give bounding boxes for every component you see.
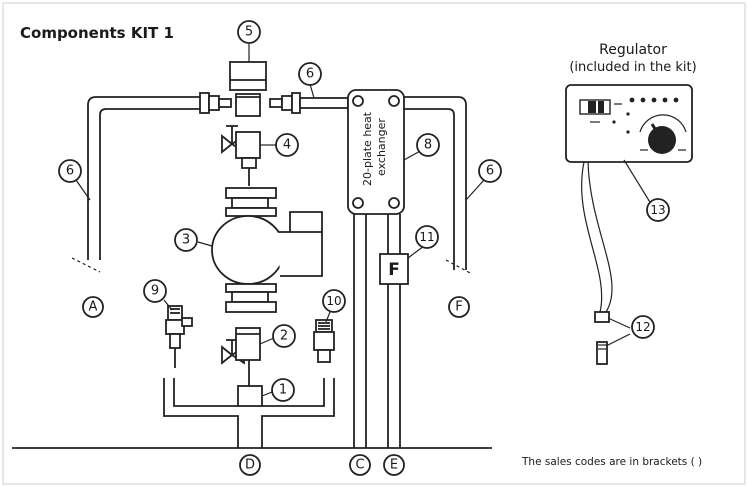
callout-4: 4 — [275, 133, 299, 157]
connection-F: F — [448, 296, 470, 318]
connection-D: D — [239, 454, 261, 476]
connection-C: C — [349, 454, 371, 476]
callout-6-top: 6 — [298, 62, 322, 86]
callout-13-number: 13 — [650, 203, 665, 217]
callout-2-number: 2 — [280, 329, 288, 344]
callout-5: 5 — [237, 20, 261, 44]
heat-exchanger-8: 20-plate heat exchanger — [347, 89, 405, 215]
regulator-title-line2: (included in the kit) — [569, 60, 696, 75]
safety-valve-9 — [165, 305, 193, 368]
connection-A-letter: A — [89, 300, 98, 315]
sensor-cables-12 — [581, 161, 613, 365]
sales-codes-footnote: The sales codes are in brackets ( ) — [521, 456, 702, 468]
exchanger-outlet-pipes — [353, 214, 401, 448]
right-pipe — [404, 96, 473, 275]
regulator-title-line1: Regulator — [599, 42, 667, 58]
callout-12: 12 — [631, 315, 655, 339]
callout-2: 2 — [272, 324, 296, 348]
callout-8: 8 — [416, 133, 440, 157]
flow-meter-letter: F — [388, 260, 400, 280]
callout-13: 13 — [646, 198, 670, 222]
left-pipe — [71, 96, 200, 273]
page-title: Components KIT 1 — [20, 24, 174, 42]
top-pipe — [269, 92, 349, 114]
callout-11: 11 — [415, 225, 439, 249]
callout-8-number: 8 — [424, 138, 432, 153]
callout-9: 9 — [143, 279, 167, 303]
pump-3 — [211, 187, 323, 313]
valve-2 — [221, 327, 261, 386]
callout-3: 3 — [174, 228, 198, 252]
connection-F-letter: F — [455, 300, 462, 315]
callout-12-number: 12 — [635, 320, 650, 334]
callout-10-number: 10 — [326, 294, 341, 308]
callout-1: 1 — [271, 378, 295, 402]
callout-6-top-number: 6 — [306, 67, 314, 82]
callout-1-number: 1 — [279, 383, 287, 398]
connection-E-letter: E — [390, 458, 398, 473]
callout-6-right: 6 — [478, 159, 502, 183]
callout-4-number: 4 — [283, 138, 291, 153]
valve-4 — [221, 125, 261, 186]
flow-meter-11: F — [379, 253, 409, 285]
valve-10 — [313, 319, 335, 363]
callout-10: 10 — [322, 289, 346, 313]
callout-6-left: 6 — [58, 159, 82, 183]
connection-C-letter: C — [355, 458, 364, 473]
callout-5-number: 5 — [245, 25, 253, 40]
heat-exchanger-label-line1: 20-plate heat — [361, 111, 374, 186]
heat-exchanger-label-line2: exchanger — [375, 118, 388, 176]
regulator-13: Regulator (included in the kit) — [565, 42, 697, 163]
manifold-1 — [163, 378, 335, 448]
callout-9-number: 9 — [151, 284, 159, 299]
connection-D-letter: D — [245, 458, 255, 473]
valve-5 — [229, 61, 267, 117]
left-fitting — [199, 92, 232, 114]
callout-3-number: 3 — [182, 233, 190, 248]
connection-E: E — [383, 454, 405, 476]
callout-6-right-number: 6 — [486, 164, 494, 179]
callout-6-left-number: 6 — [66, 164, 74, 179]
callout-11-number: 11 — [419, 230, 434, 244]
connection-A: A — [82, 296, 104, 318]
